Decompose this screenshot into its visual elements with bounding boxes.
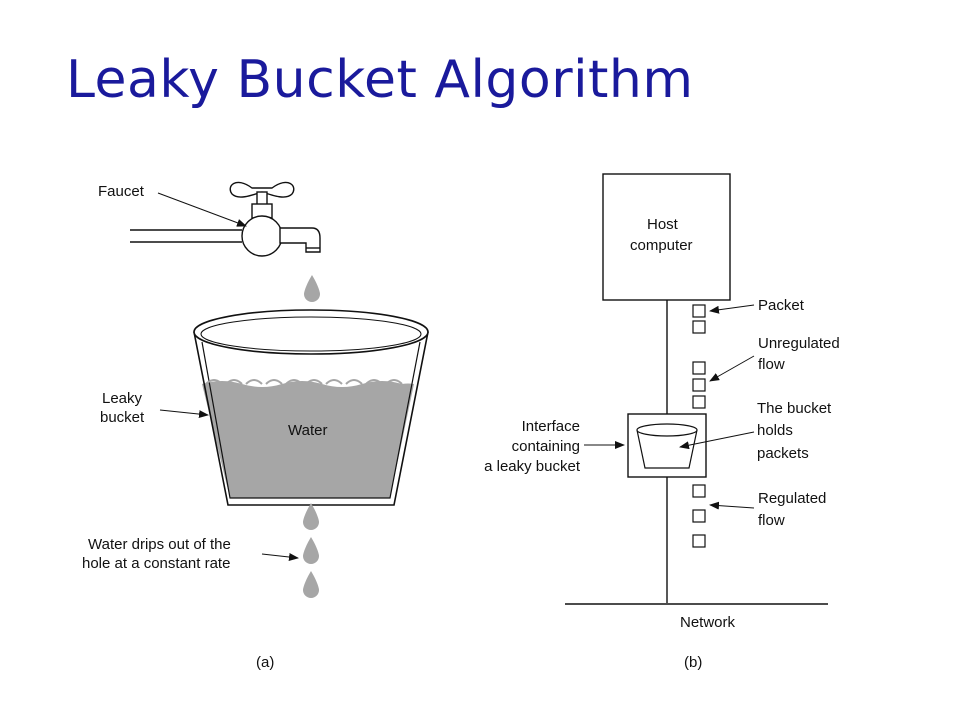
faucet-icon xyxy=(130,181,321,257)
bucket-holds-line3: packets xyxy=(757,445,809,462)
page-title: Leaky Bucket Algorithm xyxy=(66,50,694,110)
water-drip-icon xyxy=(303,503,319,530)
bucket-icon xyxy=(193,309,429,506)
caption-b: (b) xyxy=(684,654,702,671)
panel-b: Host computer Network Packet xyxy=(484,173,840,671)
bucket-arrow xyxy=(159,409,209,419)
packet-icon xyxy=(692,378,706,392)
interface-label-line3: a leaky bucket xyxy=(484,458,581,475)
bucket-label-line2: bucket xyxy=(100,409,145,426)
packet-icon xyxy=(692,534,706,548)
drips-arrow xyxy=(261,553,299,561)
caption-a: (a) xyxy=(256,654,274,671)
host-computer-box xyxy=(602,173,731,301)
interface-label-line1: Interface xyxy=(522,418,580,435)
unregulated-packets xyxy=(692,304,706,409)
packet-icon xyxy=(692,361,706,375)
packet-arrow xyxy=(709,304,755,314)
packet-icon xyxy=(692,304,706,318)
packet-label: Packet xyxy=(758,297,805,314)
small-bucket-icon xyxy=(636,423,698,469)
bucket-holds-line2: holds xyxy=(757,422,793,439)
water-drip-icon xyxy=(303,537,319,564)
regulated-label-line2: flow xyxy=(758,512,785,529)
packet-icon xyxy=(692,395,706,409)
regulated-label-line1: Regulated xyxy=(758,490,826,507)
host-label-line1: Host xyxy=(647,216,679,233)
packet-icon xyxy=(692,509,706,523)
faucet-arrow xyxy=(157,192,247,227)
unregulated-label-line2: flow xyxy=(758,356,785,373)
interface-label-line2: containing xyxy=(512,438,580,455)
regulated-packets xyxy=(692,484,706,548)
packet-icon xyxy=(692,484,706,498)
drips-label-line2: hole at a constant rate xyxy=(82,555,230,572)
host-label-line2: computer xyxy=(630,237,693,254)
panel-a: Water Faucet Leaky bucket Water drips ou… xyxy=(82,181,429,671)
bucket-holds-arrow xyxy=(679,431,755,450)
regulated-arrow xyxy=(709,501,755,510)
faucet-label: Faucet xyxy=(98,183,145,200)
water-drop-icon xyxy=(304,275,320,302)
bucket-holds-line1: The bucket xyxy=(757,400,832,417)
unregulated-arrow xyxy=(709,355,755,382)
water-label: Water xyxy=(288,422,327,439)
bucket-label-line1: Leaky xyxy=(102,390,143,407)
network-label: Network xyxy=(680,614,736,631)
packet-icon xyxy=(692,320,706,334)
drips-label-line1: Water drips out of the xyxy=(88,536,231,553)
unregulated-label-line1: Unregulated xyxy=(758,335,840,352)
water-drip-icon xyxy=(303,571,319,598)
